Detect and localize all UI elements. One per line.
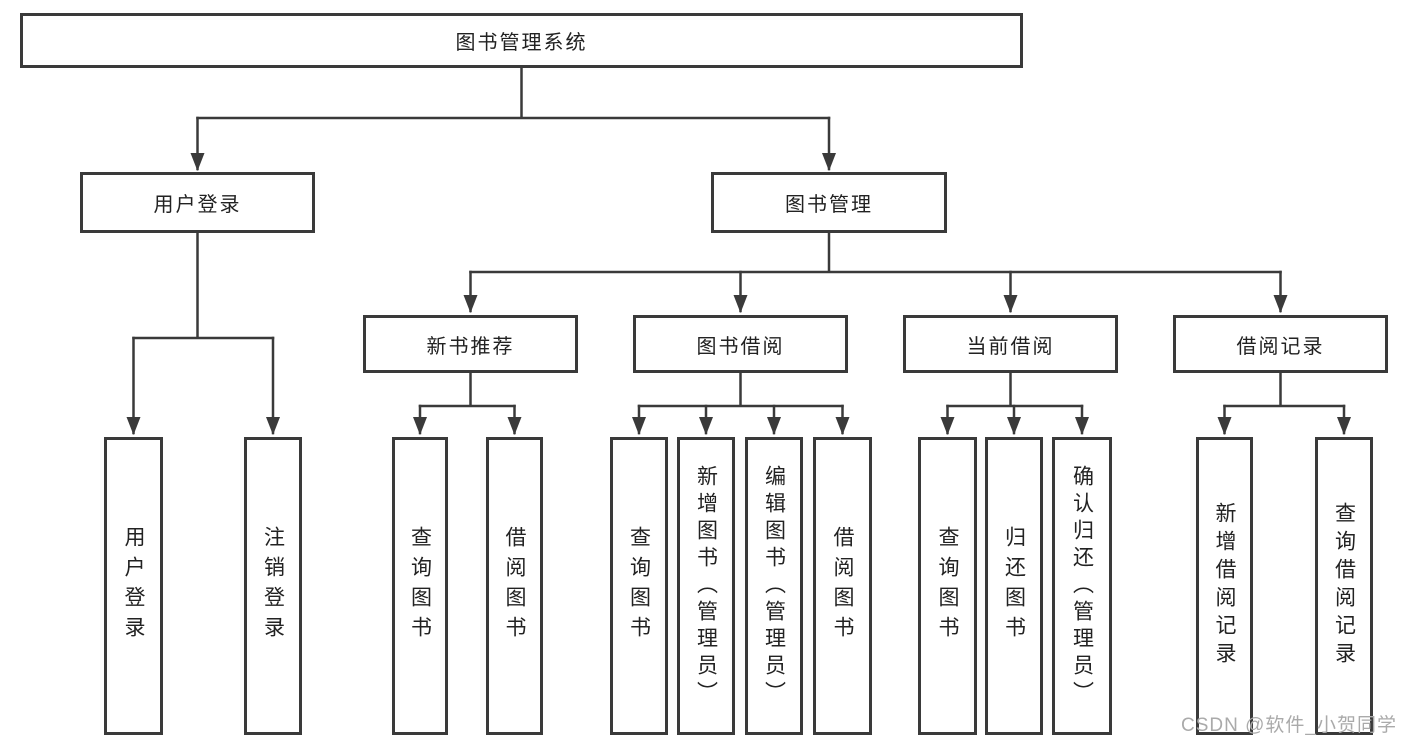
leaf-query-books-borrowing: 查询图书 [610, 437, 668, 735]
leaf-add-book-admin: 新增图书（管理员） [677, 437, 735, 735]
leaf-logout: 注销登录 [244, 437, 302, 735]
leaf-user-login: 用户登录 [104, 437, 163, 735]
leaf-add-borrow-record: 新增借阅记录 [1196, 437, 1253, 735]
node-current-borrowing: 当前借阅 [903, 315, 1118, 373]
node-book-management: 图书管理 [711, 172, 947, 233]
leaf-query-books-recommend: 查询图书 [392, 437, 448, 735]
node-user-login: 用户登录 [80, 172, 315, 233]
leaf-confirm-return-admin: 确认归还（管理员） [1052, 437, 1112, 735]
leaf-edit-book-admin: 编辑图书（管理员） [745, 437, 803, 735]
leaf-query-books-current: 查询图书 [918, 437, 977, 735]
leaf-borrow-books-borrowing: 借阅图书 [813, 437, 872, 735]
leaf-return-books: 归还图书 [985, 437, 1043, 735]
watermark: CSDN @软件_小贺同学 [1181, 715, 1397, 736]
leaf-borrow-books-recommend: 借阅图书 [486, 437, 543, 735]
node-new-book-recommendation: 新书推荐 [363, 315, 578, 373]
leaf-query-borrow-record: 查询借阅记录 [1315, 437, 1373, 735]
node-book-borrowing: 图书借阅 [633, 315, 848, 373]
node-borrow-records: 借阅记录 [1173, 315, 1388, 373]
node-library-system: 图书管理系统 [20, 13, 1023, 68]
